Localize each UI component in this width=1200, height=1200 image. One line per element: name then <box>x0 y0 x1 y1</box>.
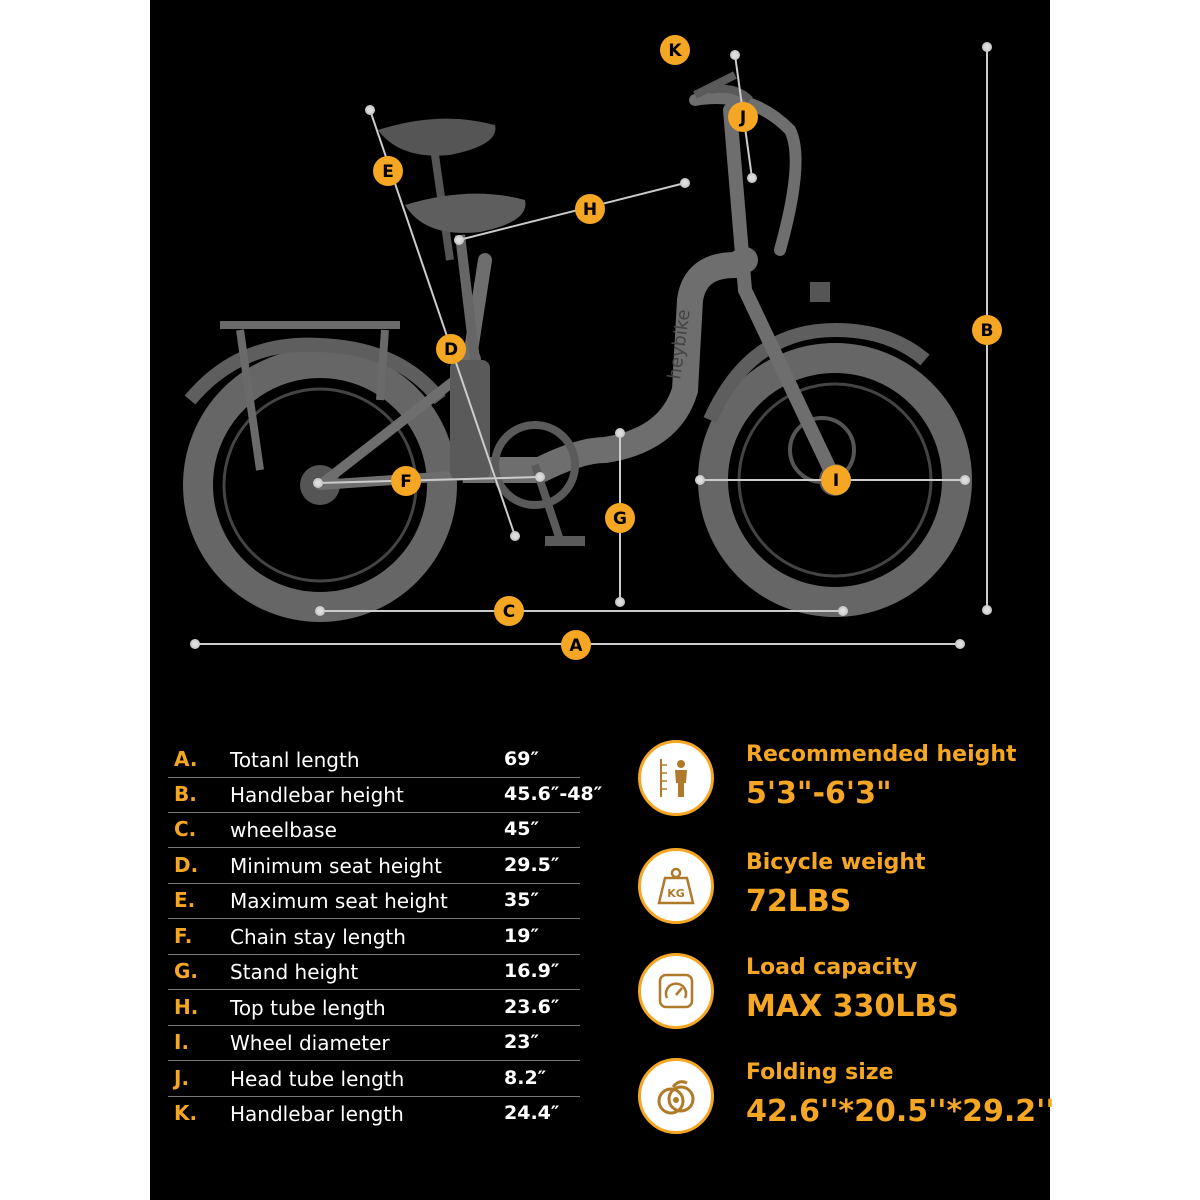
gauge-icon <box>638 953 714 1029</box>
feature-value: 72LBS <box>746 884 852 919</box>
svg-text:E: E <box>382 162 394 182</box>
spec-value: 45″ <box>504 818 539 840</box>
badge-e: E <box>373 156 403 186</box>
badge-c: C <box>494 596 524 626</box>
battery <box>450 360 490 480</box>
spec-letter: C. <box>174 817 197 841</box>
feature-title: Load capacity <box>746 955 918 980</box>
svg-text:A: A <box>569 636 583 656</box>
spec-label: Handlebar length <box>230 1102 404 1126</box>
headlight <box>810 282 830 302</box>
feature-value: MAX 330LBS <box>746 989 959 1024</box>
bike-dimension-diagram: heybike <box>183 35 1002 660</box>
feature-title: Bicycle weight <box>746 850 926 875</box>
front-fender <box>703 322 930 423</box>
spec-row: I. Wheel diameter 23″ <box>168 1025 580 1061</box>
svg-text:K: K <box>668 41 682 61</box>
spec-row: G. Stand height 16.9″ <box>168 954 580 990</box>
spec-letter: E. <box>174 888 196 912</box>
spec-row: E. Maximum seat height 35″ <box>168 883 580 919</box>
spec-label: Handlebar height <box>230 783 404 807</box>
badge-g: G <box>605 503 635 533</box>
badge-a: A <box>561 630 591 660</box>
badge-d: D <box>436 334 466 364</box>
spec-label: Stand height <box>230 960 359 984</box>
badge-i: I <box>821 465 851 495</box>
spec-value: 45.6″-48″ <box>504 783 603 805</box>
badge-h: H <box>575 194 605 224</box>
spec-label: Maximum seat height <box>230 889 448 913</box>
svg-text:I: I <box>833 471 839 491</box>
rear-fender <box>184 337 446 405</box>
spec-letter: J. <box>174 1066 190 1090</box>
spec-value: 23″ <box>504 1031 539 1053</box>
feature-title: Recommended height <box>746 742 1017 767</box>
bike-frame <box>315 92 842 490</box>
feature-bicycle-weight: KG Bicycle weight 72LBS <box>638 848 1048 928</box>
dimension-badges: A B C D E F G H I J K <box>373 35 1002 660</box>
spec-letter: I. <box>174 1030 190 1054</box>
spec-value: 29.5″ <box>504 854 560 876</box>
spec-label: Totanl length <box>230 748 360 772</box>
svg-text:B: B <box>981 321 994 341</box>
spec-value: 35″ <box>504 889 539 911</box>
svg-text:D: D <box>444 340 458 360</box>
spec-letter: B. <box>174 782 197 806</box>
height-ruler-person-icon <box>638 740 714 816</box>
feature-value: 5'3"-6'3" <box>746 776 892 811</box>
svg-text:J: J <box>739 108 746 128</box>
spec-label: Head tube length <box>230 1067 405 1091</box>
spec-label: wheelbase <box>230 818 337 842</box>
crank-gear <box>491 421 579 509</box>
spec-value: 23.6″ <box>504 996 560 1018</box>
spec-letter: A. <box>174 747 198 771</box>
svg-text:KG: KG <box>667 887 685 900</box>
kg-weight-icon: KG <box>638 848 714 924</box>
spec-row: K. Handlebar length 24.4″ <box>168 1096 580 1131</box>
spec-value: 8.2″ <box>504 1067 547 1089</box>
spec-value: 16.9″ <box>504 960 560 982</box>
spec-row: H. Top tube length 23.6″ <box>168 990 580 1026</box>
svg-text:F: F <box>400 472 412 492</box>
svg-text:C: C <box>503 602 515 622</box>
folded-bike-icon <box>638 1058 714 1134</box>
svg-text:H: H <box>583 200 597 220</box>
spec-value: 69″ <box>504 748 539 770</box>
lower-saddle <box>405 193 526 233</box>
badge-j: J <box>728 102 758 132</box>
upper-saddle <box>378 118 496 156</box>
spec-value: 24.4″ <box>504 1102 560 1124</box>
spec-label: Top tube length <box>230 996 386 1020</box>
handlebar <box>693 71 753 103</box>
badge-b: B <box>972 315 1002 345</box>
spec-letter: G. <box>174 959 199 983</box>
spec-label: Wheel diameter <box>230 1031 390 1055</box>
spec-letter: D. <box>174 853 199 877</box>
spec-row: D. Minimum seat height 29.5″ <box>168 848 580 884</box>
spec-row: F. Chain stay length 19″ <box>168 919 580 955</box>
spec-letter: F. <box>174 924 193 948</box>
spec-row: J. Head tube length 8.2″ <box>168 1061 580 1097</box>
spec-value: 19″ <box>504 925 539 947</box>
spec-letter: H. <box>174 995 199 1019</box>
feature-value: 42.6''*20.5''*29.2'' <box>746 1094 1055 1129</box>
spec-label: Chain stay length <box>230 925 406 949</box>
badge-f: F <box>391 466 421 496</box>
badge-k: K <box>660 35 690 65</box>
feature-recommended-height: Recommended height 5'3"-6'3" <box>638 740 1048 820</box>
spec-letter: K. <box>174 1101 198 1125</box>
spec-row: B. Handlebar height 45.6″-48″ <box>168 777 602 813</box>
svg-text:G: G <box>613 509 627 529</box>
feature-load-capacity: Load capacity MAX 330LBS <box>638 953 1048 1033</box>
feature-folding-size: Folding size 42.6''*20.5''*29.2'' <box>638 1058 1055 1138</box>
feature-title: Folding size <box>746 1060 894 1085</box>
spec-row: A. Totanl length 69″ <box>168 742 580 778</box>
product-panel: heybike <box>150 0 1055 1200</box>
rear-rack <box>220 321 400 471</box>
spec-row: C. wheelbase 45″ <box>168 812 580 848</box>
spec-label: Minimum seat height <box>230 854 442 878</box>
